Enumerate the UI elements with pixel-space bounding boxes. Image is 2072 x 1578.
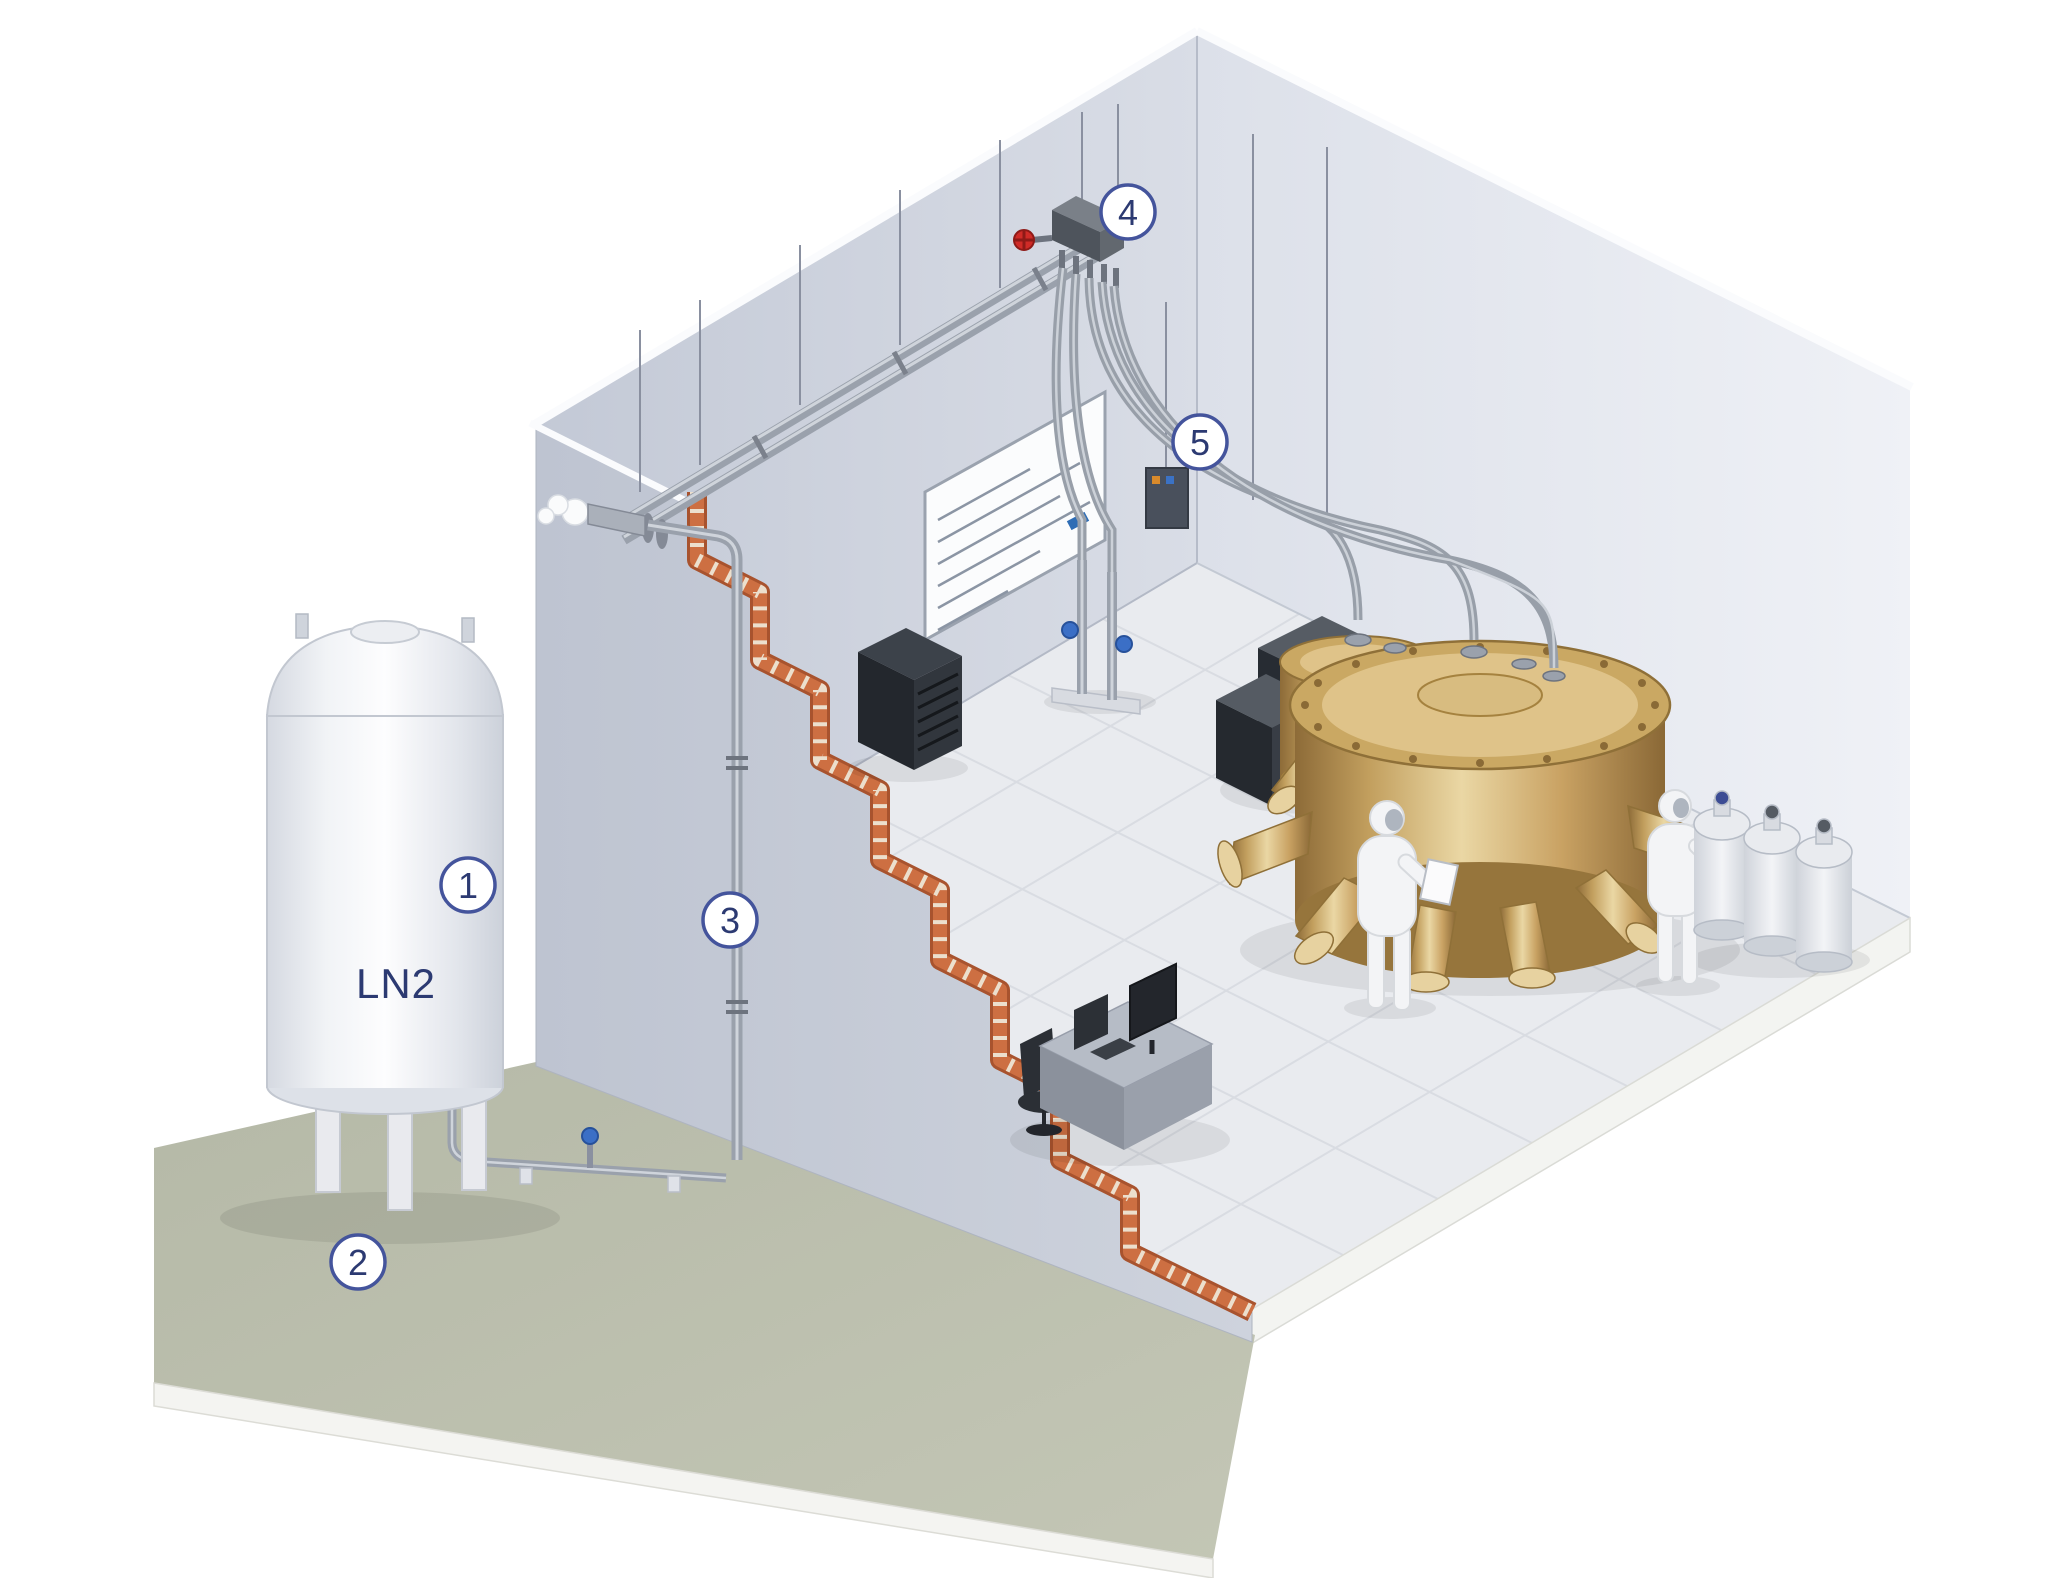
callout-5: 5 <box>1171 413 1229 471</box>
tank-lug-left <box>295 613 309 639</box>
ceiling-pipe-run <box>613 104 1328 549</box>
vent-cloud <box>537 494 589 526</box>
blue-valve-1 <box>1061 621 1079 639</box>
tank-lug-right <box>461 617 475 643</box>
dewar-2-cap <box>1764 804 1780 820</box>
dewar-3 <box>1795 818 1853 973</box>
back-wall-top-rim <box>530 27 1200 429</box>
indicator-amber <box>1152 476 1160 484</box>
callout-2: 2 <box>329 1233 387 1291</box>
dewar-1 <box>1693 790 1751 941</box>
technician-center <box>1357 800 1460 1011</box>
whiteboard-writing <box>937 461 1091 632</box>
callout-3: 3 <box>701 891 759 949</box>
callout-1: 1 <box>439 856 497 914</box>
flange-bolts <box>1301 643 1659 767</box>
monitor-primary <box>1129 962 1177 1042</box>
right-wall-top-rim <box>1195 27 1914 391</box>
callout-4-number: 4 <box>1118 192 1138 233</box>
manifold-outlets <box>1059 250 1119 288</box>
keyboard <box>1090 1038 1136 1060</box>
ln2-storage-tank: LN2 <box>220 613 560 1244</box>
technician-center-visor <box>1385 809 1403 831</box>
chamber-entry-flanges <box>1344 633 1566 682</box>
right-wall <box>1197 33 1910 918</box>
slab-front-edge <box>153 1382 1214 1578</box>
tank-shadow <box>220 1192 560 1244</box>
tank-top-cap <box>350 620 420 644</box>
cutaway-wall <box>528 419 1257 1343</box>
callout-3-number: 3 <box>720 900 740 941</box>
clipboard <box>1418 858 1460 906</box>
indicator-blue <box>1166 476 1174 484</box>
tank-label: LN2 <box>356 960 436 1007</box>
hanger-rods <box>639 104 1328 520</box>
dewar-1-cap <box>1714 790 1730 806</box>
monitor-secondary <box>1074 994 1108 1050</box>
vent-nozzle <box>587 503 646 537</box>
dewar-vessels <box>1693 790 1853 973</box>
dewar-2 <box>1743 804 1801 957</box>
dewar-3-cap <box>1816 818 1832 834</box>
interior-drop-pipes <box>1051 560 1141 715</box>
callout-5-number: 5 <box>1190 422 1210 463</box>
equipment-rack <box>858 628 962 770</box>
rack-vents <box>917 672 959 752</box>
riser-couplings <box>726 756 748 1014</box>
technician-right-visor <box>1673 798 1689 818</box>
callout-4: 4 <box>1099 183 1157 241</box>
blue-valve-2 <box>1115 635 1133 653</box>
callout-1-number: 1 <box>458 865 478 906</box>
desk-workstation <box>1018 962 1214 1150</box>
wall-control-box <box>1145 302 1189 529</box>
pipe-couplings <box>751 266 1049 460</box>
callouts: 1 2 3 4 5 <box>329 183 1229 1291</box>
flexible-transfer-lines <box>1051 267 1566 682</box>
exterior-transfer-line <box>447 494 748 1193</box>
ground-line-valve <box>581 1127 599 1145</box>
outdoor-slab <box>153 1062 1255 1578</box>
callout-2-number: 2 <box>348 1242 368 1283</box>
brick-cut-edge <box>687 492 1257 1321</box>
red-valve <box>1013 229 1035 251</box>
